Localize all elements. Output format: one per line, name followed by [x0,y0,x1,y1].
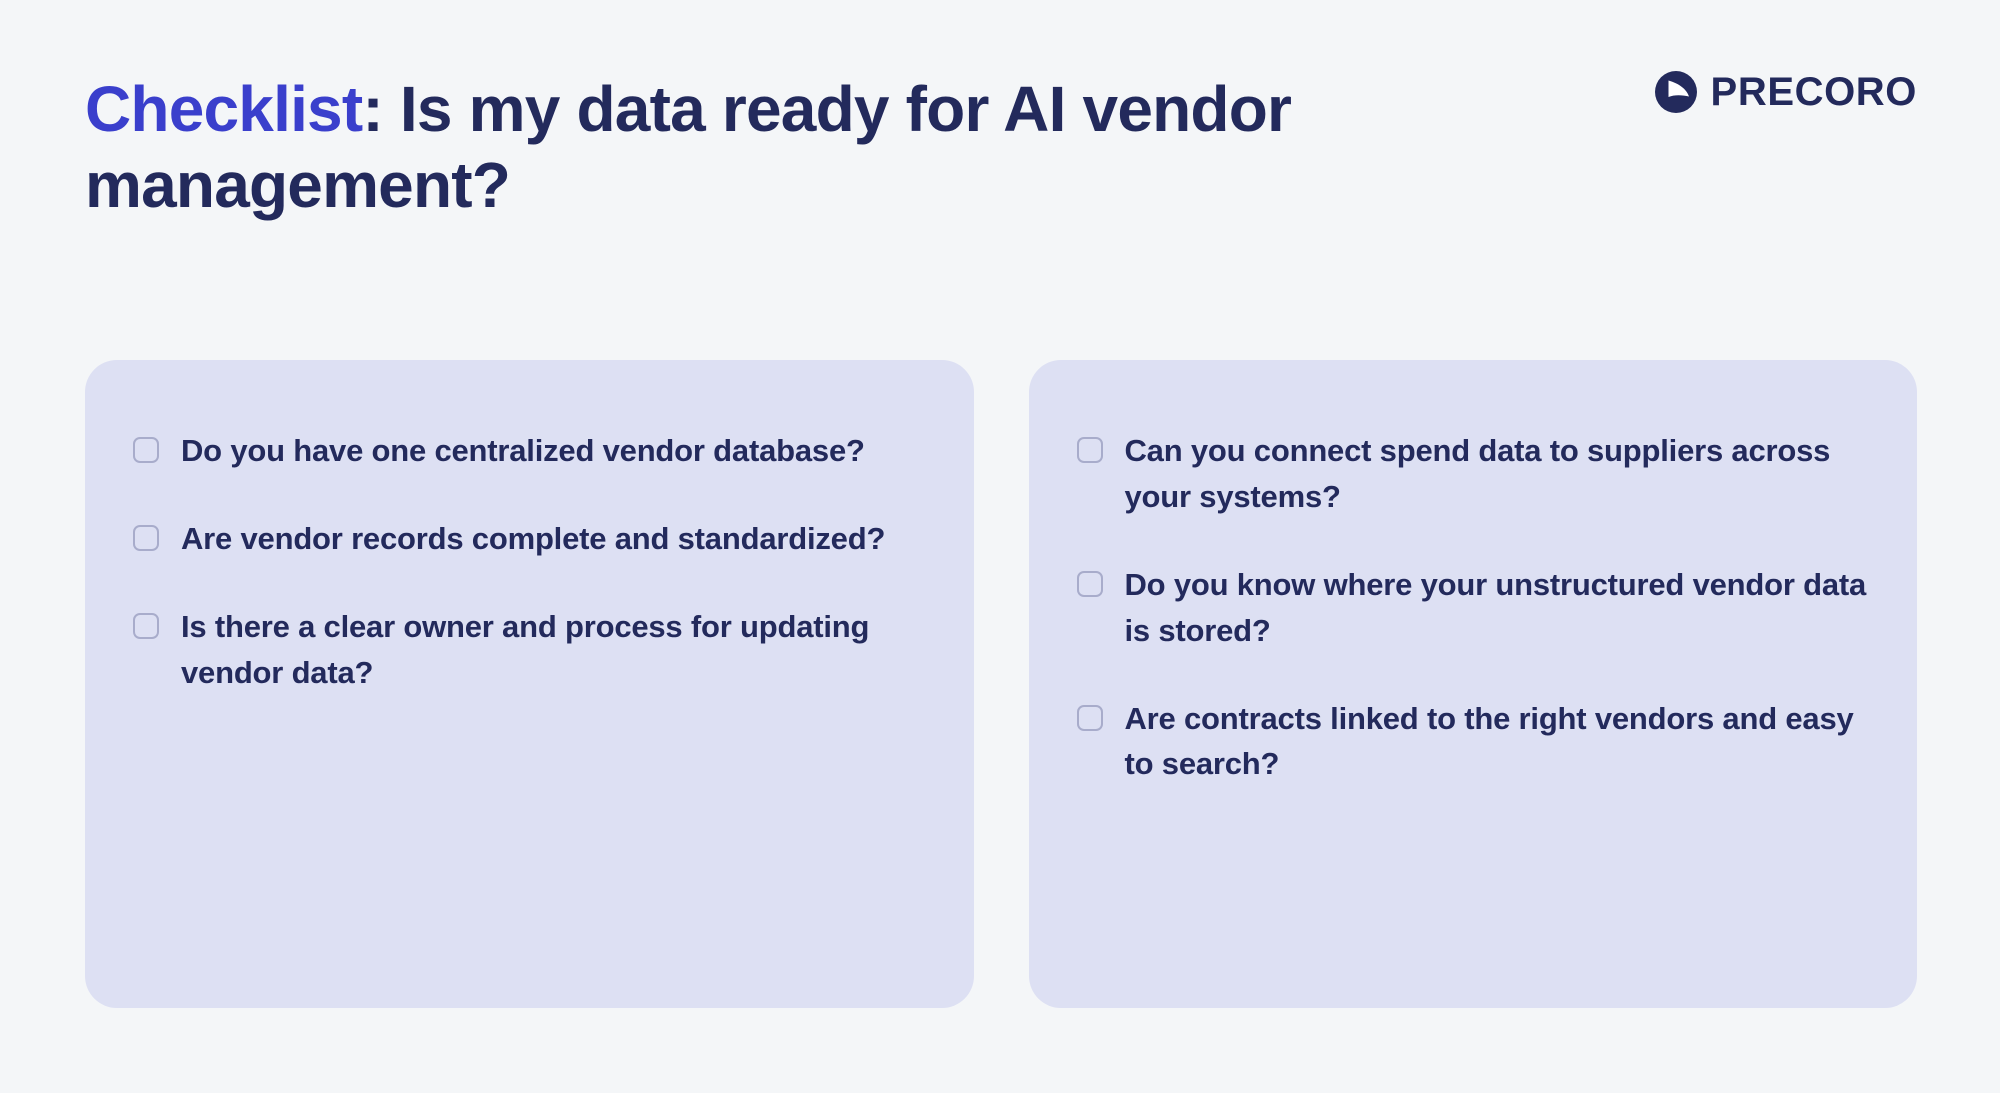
checklist-item[interactable]: Do you know where your unstructured vend… [1076,562,1870,654]
checklist-item[interactable]: Are vendor records complete and standard… [133,516,926,562]
checklist-item[interactable]: Are contracts linked to the right vendor… [1076,696,1870,788]
checklist-item[interactable]: Do you have one centralized vendor datab… [133,428,926,474]
checkbox-icon[interactable] [133,612,159,639]
checklist-item-label: Do you know where your unstructured vend… [1124,566,1867,648]
precoro-wordmark: PRECORO [1710,70,1917,114]
checklist-item-label: Can you connect spend data to suppliers … [1124,433,1831,514]
header: Checklist: Is my data ready for AI vendo… [0,0,2000,300]
checklist-card-right: Can you connect spend data to suppliers … [1028,360,1917,1008]
checklist-item-label: Do you have one centralized vendor datab… [181,433,865,468]
checkbox-icon[interactable] [133,437,159,463]
checklist-card-left: Do you have one centralized vendor datab… [85,360,974,1008]
checklist-item[interactable]: Can you connect spend data to suppliers … [1076,428,1870,520]
checkbox-icon[interactable] [133,524,159,551]
checkbox-icon[interactable] [1076,704,1103,731]
page-title-separator: : [362,73,383,145]
checkbox-icon[interactable] [1076,570,1103,597]
checklist-item-label: Are vendor records complete and standard… [181,520,886,556]
precoro-play-circle-icon [1654,71,1697,113]
checklist-cards: Do you have one centralized vendor datab… [85,360,1917,1008]
page-title-accent: Checklist [85,73,363,145]
page-title: Checklist: Is my data ready for AI vendo… [85,72,1435,223]
checkbox-icon[interactable] [1076,437,1103,463]
checklist-item[interactable]: Is there a clear owner and process for u… [133,604,926,696]
page-title-rest: Is my data ready for AI vendor managemen… [85,73,1292,221]
checklist-item-label: Is there a clear owner and process for u… [181,608,870,690]
precoro-logo: PRECORO [1654,68,1917,116]
checklist-item-label: Are contracts linked to the right vendor… [1124,700,1854,782]
